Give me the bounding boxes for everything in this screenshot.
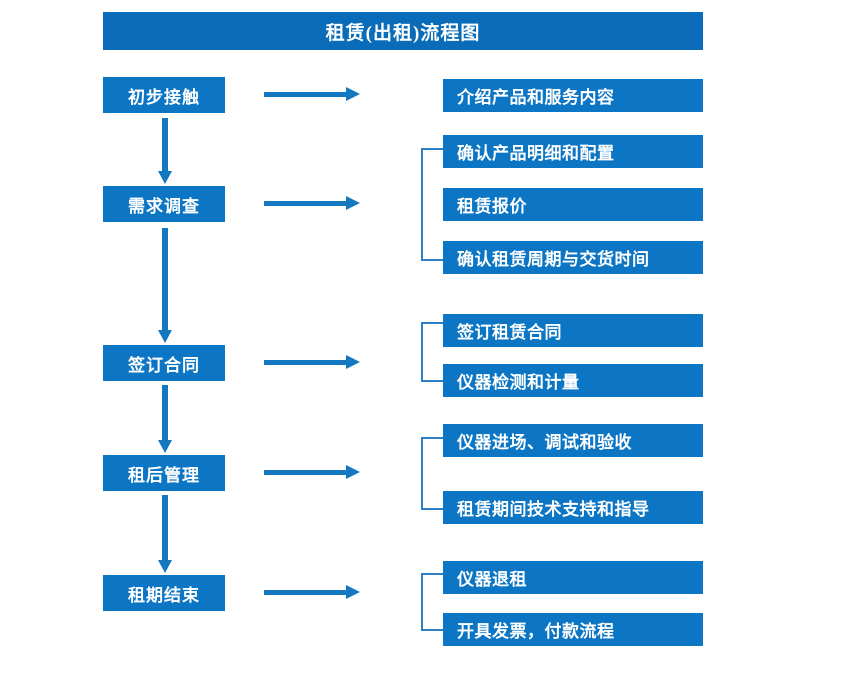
arrow-stage-1-to-details-icon — [264, 86, 360, 102]
stage-box-post-rental-management[interactable]: 租后管理 — [103, 455, 225, 491]
page-title: 租赁(出租)流程图 — [103, 12, 703, 50]
arrow-shaft — [162, 495, 168, 560]
arrow-shaft — [162, 118, 168, 171]
detail-box-invoice-payment[interactable]: 开具发票，付款流程 — [443, 613, 703, 646]
stage-box-rental-end[interactable]: 租期结束 — [103, 575, 225, 611]
detail-box-introduce-products[interactable]: 介绍产品和服务内容 — [443, 79, 703, 112]
detail-box-confirm-period-delivery[interactable]: 确认租赁周期与交货时间 — [443, 241, 703, 274]
arrow-head — [346, 196, 360, 210]
detail-box-technical-support[interactable]: 租赁期间技术支持和指导 — [443, 491, 703, 524]
arrow-shaft — [264, 590, 348, 595]
arrow-stage-1-to-stage-2-icon — [157, 118, 173, 184]
stage-box-needs-survey[interactable]: 需求调查 — [103, 186, 225, 222]
bracket-group-post-rental-icon — [421, 437, 443, 510]
bracket-group-contract-icon — [421, 322, 443, 382]
detail-box-rental-quote[interactable]: 租赁报价 — [443, 188, 703, 221]
bracket-group-needs-survey-icon — [421, 148, 443, 261]
arrow-shaft — [264, 92, 348, 97]
arrow-head — [346, 465, 360, 479]
arrow-head — [158, 330, 172, 343]
detail-box-instrument-return[interactable]: 仪器退租 — [443, 561, 703, 594]
arrow-stage-2-to-stage-3-icon — [157, 228, 173, 343]
arrow-head — [158, 560, 172, 573]
detail-box-confirm-product-details[interactable]: 确认产品明细和配置 — [443, 135, 703, 168]
stage-box-initial-contact[interactable]: 初步接触 — [103, 77, 225, 113]
arrow-stage-4-to-stage-5-icon — [157, 495, 173, 573]
arrow-stage-4-to-details-icon — [264, 464, 360, 480]
arrow-head — [346, 87, 360, 101]
arrow-stage-3-to-stage-4-icon — [157, 385, 173, 453]
arrow-shaft — [264, 201, 348, 206]
arrow-shaft — [264, 360, 348, 365]
arrow-stage-2-to-details-icon — [264, 195, 360, 211]
arrow-head — [158, 440, 172, 453]
detail-box-sign-rental-contract[interactable]: 签订租赁合同 — [443, 314, 703, 347]
bracket-group-rental-end-icon — [421, 573, 443, 631]
arrow-head — [158, 171, 172, 184]
detail-box-instrument-inspection[interactable]: 仪器检测和计量 — [443, 364, 703, 397]
arrow-stage-3-to-details-icon — [264, 354, 360, 370]
stage-box-sign-contract[interactable]: 签订合同 — [103, 345, 225, 381]
detail-box-instrument-entry-commissioning[interactable]: 仪器进场、调试和验收 — [443, 424, 703, 457]
arrow-head — [346, 585, 360, 599]
arrow-shaft — [264, 470, 348, 475]
arrow-shaft — [162, 228, 168, 330]
arrow-stage-5-to-details-icon — [264, 584, 360, 600]
arrow-head — [346, 355, 360, 369]
arrow-shaft — [162, 385, 168, 440]
